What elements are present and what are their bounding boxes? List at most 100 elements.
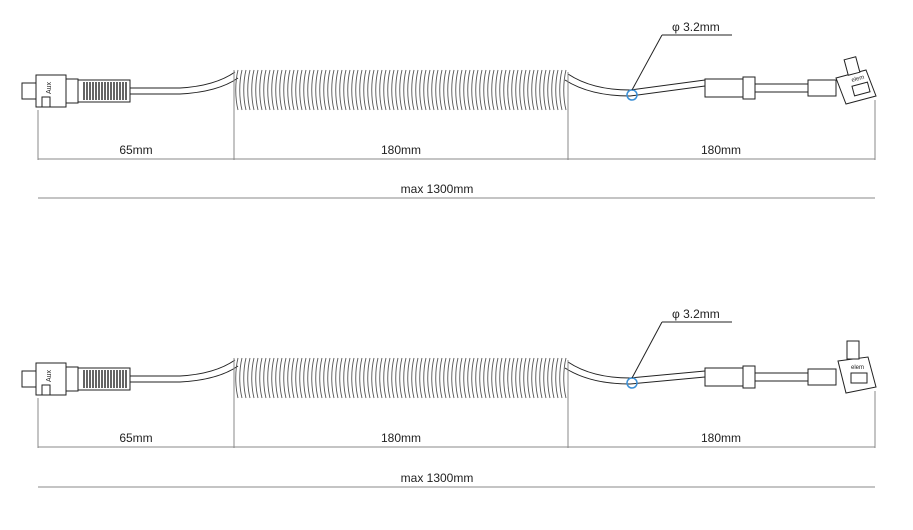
left-strain-relief <box>77 367 131 391</box>
coil-loop <box>395 69 399 111</box>
coil-loop <box>475 69 479 111</box>
coil-loop <box>419 69 423 111</box>
coil-loop <box>247 357 251 399</box>
coil-loop <box>383 357 387 399</box>
coil-loop <box>535 357 539 399</box>
coil-loop <box>499 69 503 111</box>
coil-loop <box>291 357 295 399</box>
coil-loop <box>471 69 475 111</box>
coil-loop <box>419 357 423 399</box>
coil-loop <box>391 69 395 111</box>
coil-loop <box>335 69 339 111</box>
coil-loop <box>467 357 471 399</box>
right-connector: elem <box>837 340 877 394</box>
coil-loop <box>363 69 367 111</box>
left-strain-relief <box>77 79 131 103</box>
coil-loop <box>259 357 263 399</box>
coil-loop <box>423 69 427 111</box>
segment-middle-label: 180mm <box>380 143 422 157</box>
coiled-cable <box>235 357 567 399</box>
coil-loop <box>431 69 435 111</box>
cable-segment-right <box>564 79 706 97</box>
left-connector-mark: Aux <box>46 81 53 94</box>
coil-loop <box>451 69 455 111</box>
coil-loop <box>491 357 495 399</box>
coil-loop <box>291 69 295 111</box>
coil-loop <box>395 357 399 399</box>
coil-loop <box>455 69 459 111</box>
coil-loop <box>539 357 543 399</box>
coil-loop <box>283 357 287 399</box>
coil-loop <box>555 357 559 399</box>
coil-loop <box>375 69 379 111</box>
coiled-cable <box>235 69 567 111</box>
cable-drawing-1: Aux elem <box>21 20 877 199</box>
coil-loop <box>315 69 319 111</box>
coil-loop <box>379 69 383 111</box>
coil-loop <box>327 69 331 111</box>
coil-loop <box>459 357 463 399</box>
coil-loop <box>279 357 283 399</box>
coil-loop <box>295 357 299 399</box>
left-strain-relief-ribs <box>83 370 127 388</box>
coil-loop <box>319 357 323 399</box>
segment-left-label: 65mm <box>119 431 153 445</box>
coil-loop <box>411 69 415 111</box>
coil-loop <box>415 357 419 399</box>
coil-loop <box>287 69 291 111</box>
coil-loop <box>519 357 523 399</box>
coil-loop <box>387 357 391 399</box>
coil-loop <box>339 357 343 399</box>
coil-loop <box>311 69 315 111</box>
coil-loop <box>427 69 431 111</box>
coil-loop <box>443 69 447 111</box>
coil-loop <box>339 69 343 111</box>
coil-loop <box>251 69 255 111</box>
coil-loop <box>543 69 547 111</box>
coil-loop <box>299 357 303 399</box>
right-connector: elem <box>835 56 877 105</box>
right-strain-relief <box>704 76 837 100</box>
coil-loop <box>515 69 519 111</box>
diameter-label: φ 3.2mm <box>672 307 720 321</box>
coil-loop <box>255 357 259 399</box>
coil-loop <box>479 357 483 399</box>
coil-loop <box>403 69 407 111</box>
coil-loop <box>275 357 279 399</box>
coil-loop <box>303 357 307 399</box>
segment-middle-label: 180mm <box>380 431 422 445</box>
cable-segment-left <box>130 71 236 89</box>
coil-loop <box>535 69 539 111</box>
coil-loop <box>523 357 527 399</box>
coil-loop <box>287 357 291 399</box>
coil-loop <box>263 357 267 399</box>
coil-loop <box>331 357 335 399</box>
total-length-label: max 1300mm <box>400 182 474 196</box>
coil-loop <box>463 69 467 111</box>
coil-loop <box>323 357 327 399</box>
coil-loop <box>267 357 271 399</box>
coil-loop <box>415 69 419 111</box>
cable-segment-left <box>130 359 236 377</box>
coil-loop <box>531 357 535 399</box>
coil-loop <box>483 69 487 111</box>
coil-loop <box>487 357 491 399</box>
coil-loop <box>411 357 415 399</box>
total-length-label: max 1300mm <box>400 471 474 485</box>
coil-loop <box>399 357 403 399</box>
coil-loop <box>379 357 383 399</box>
coil-loop <box>383 69 387 111</box>
coil-loop <box>507 357 511 399</box>
coil-loop <box>551 357 555 399</box>
left-strain-relief-ribs <box>83 82 127 100</box>
coil-loop <box>343 357 347 399</box>
coil-loop <box>563 357 567 399</box>
coil-loop <box>255 69 259 111</box>
segment-right-label: 180mm <box>700 431 742 445</box>
coil-loop <box>307 357 311 399</box>
coil-loop <box>367 69 371 111</box>
coil-loop <box>439 69 443 111</box>
coil-loop <box>479 69 483 111</box>
coil-loop <box>435 357 439 399</box>
coil-loop <box>547 69 551 111</box>
